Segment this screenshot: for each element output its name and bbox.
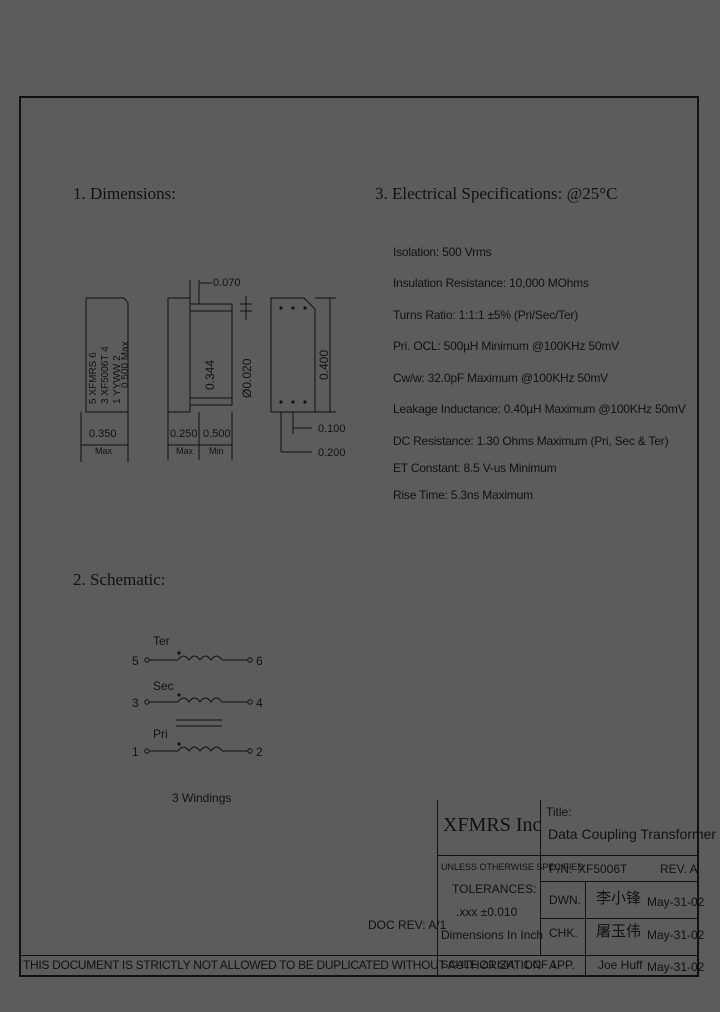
side-view-body [167, 297, 191, 413]
copyright-footer: THIS DOCUMENT IS STRICTLY NOT ALLOWED TO… [23, 958, 541, 972]
drawing-title: Data Coupling Transformer [548, 826, 717, 842]
dwn-label: DWN. [549, 893, 581, 907]
app-name: Joe Huff [598, 958, 643, 972]
pin-2: 2 [256, 745, 263, 759]
dim-344: 0.344 [203, 360, 217, 390]
marking-line-3: 1 YYWW 2 [112, 355, 123, 404]
drawing-frame [19, 96, 699, 977]
chk-label: CHK. [549, 926, 578, 940]
app-label: APP. [549, 958, 575, 972]
revision: REV. A [660, 862, 698, 876]
pri-coil [177, 746, 223, 752]
dim-200: 0.200 [318, 447, 346, 459]
tolerance-xxx: .xxx ±0.010 [456, 905, 518, 919]
part-number: XF5006T [578, 862, 628, 876]
spec-ocl: Pri. OCL: 500µH Minimum @100KHz 50mV [393, 339, 619, 353]
dwn-name: 李小锋 [596, 890, 642, 907]
spec-isolation: Isolation: 500 Vrms [393, 245, 492, 259]
schematic-heading: 2. Schematic: [73, 570, 166, 589]
pin-5: 5 [132, 654, 139, 668]
spec-dcr: DC Resistance: 1.30 Ohms Maximum (Pri, S… [393, 434, 669, 448]
pin-4: 4 [256, 696, 263, 710]
dim-400: 0.400 [317, 350, 331, 380]
pin-3: 3 [132, 696, 139, 710]
label-ter: Ter [153, 634, 170, 648]
front-view-body [85, 297, 129, 413]
windings-note: 3 Windings [172, 791, 231, 805]
pn-label: P/N: [549, 862, 573, 876]
doc-rev: DOC REV: A/1 [368, 918, 447, 932]
dimensions-unit: Dimensions In Inch [441, 928, 544, 942]
dim-100: 0.100 [318, 423, 346, 435]
app-date: May-31-02 [647, 960, 705, 974]
dim-max-1: Max [95, 446, 113, 456]
dim-020: Ø0.020 [240, 358, 254, 398]
dim-min: Min [209, 446, 224, 456]
pin-1: 1 [132, 745, 139, 759]
spec-et: ET Constant: 8.5 V-us Minimum [393, 461, 557, 475]
spec-leakage: Leakage Inductance: 0.40µH Maximum @100K… [393, 402, 686, 416]
dimensions-heading: 1. Dimensions: [73, 184, 176, 203]
dim-500-max: 0.500 Max [120, 341, 131, 388]
chk-name: 屠玉伟 [596, 923, 642, 940]
bottom-view-body [270, 297, 316, 413]
dim-070: 0.070 [213, 277, 241, 289]
chk-date: May-31-02 [647, 928, 705, 942]
dim-500: 0.500 [203, 428, 231, 440]
unless-note: UNLESS OTHERWISE SPECIFIED [441, 862, 584, 872]
sec-coil [177, 697, 223, 703]
tolerances-label: TOLERANCES: [452, 882, 537, 896]
dim-250: 0.250 [170, 428, 198, 440]
electrical-heading: 3. Electrical Specifications: @25°C [375, 184, 618, 203]
marking-line-1: 5 XFMRS 6 [88, 352, 99, 404]
spec-rise-time: Rise Time: 5.3ns Maximum [393, 488, 533, 502]
marking-line-2: 3 XF5006T 4 [100, 346, 111, 404]
spec-insulation: Insulation Resistance: 10,000 MOhms [393, 276, 589, 290]
label-sec: Sec [153, 679, 174, 693]
title-label: Title: [546, 805, 572, 819]
dwn-date: May-31-02 [647, 895, 705, 909]
pin-6: 6 [256, 654, 263, 668]
scale-sheet: SCALE 2:1 SHT 1 OF 1 [441, 959, 557, 971]
dim-max-2: Max [176, 446, 194, 456]
dim-350: 0.350 [89, 428, 117, 440]
label-pri: Pri [153, 727, 168, 741]
spec-cww: Cw/w: 32.0pF Maximum @100KHz 50mV [393, 371, 608, 385]
ter-coil [177, 655, 223, 661]
spec-turns-ratio: Turns Ratio: 1:1:1 ±5% (Pri/Sec/Ter) [393, 308, 579, 322]
company-name: XFMRS Inc [443, 814, 542, 836]
